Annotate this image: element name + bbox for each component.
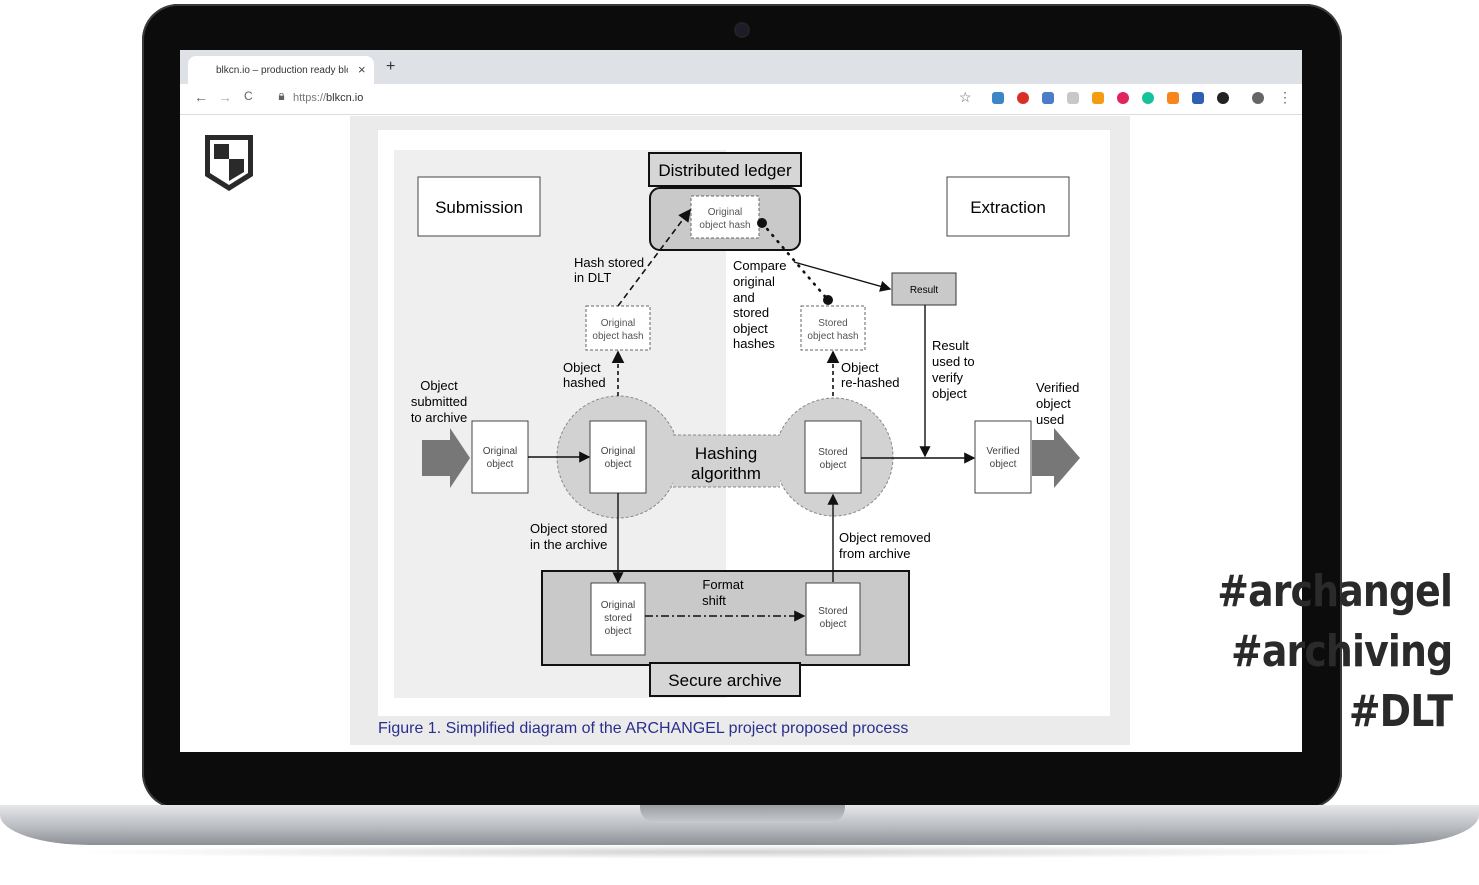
extraction-label: Extraction — [970, 198, 1046, 217]
grammarly-icon[interactable] — [1142, 92, 1154, 104]
metamask-icon[interactable] — [1167, 92, 1179, 104]
laptop-base-notch — [640, 805, 845, 823]
shield-logo-icon — [202, 132, 256, 194]
stored-hash-line1: Stored — [818, 318, 847, 329]
avatar-icon[interactable] — [1252, 92, 1264, 104]
close-tab-icon[interactable]: × — [358, 62, 366, 77]
stored-hash-line2: object hash — [807, 331, 858, 342]
menu-icon[interactable]: ⋮ — [1278, 89, 1292, 106]
figure-caption: Figure 1. Simplified diagram of the ARCH… — [378, 720, 908, 738]
ledger-hash-line1: Original — [708, 207, 742, 218]
rehash-object-line1: Stored — [818, 447, 847, 458]
verified-object-box — [975, 421, 1031, 493]
url-text[interactable]: https://blkcn.io — [293, 92, 363, 104]
laptop-shadow — [60, 845, 1420, 859]
chat-icon[interactable] — [1067, 92, 1079, 104]
forward-button[interactable]: → — [218, 89, 232, 105]
archived-stored-line2: object — [820, 619, 847, 630]
new-tab-button[interactable]: + — [386, 58, 395, 76]
extension-icon[interactable] — [992, 92, 1004, 104]
hashing-algorithm-line2: algorithm — [691, 464, 761, 483]
bookmark-star-icon[interactable]: ☆ — [959, 89, 972, 106]
address-bar[interactable] — [268, 88, 988, 110]
submission-label: Submission — [435, 198, 523, 217]
original-stored-line1: Original — [601, 600, 635, 611]
lock-icon — [278, 93, 285, 100]
archangel-diagram: Submission Extraction Distributed ledger… — [394, 150, 1096, 698]
original-hash-line2: object hash — [592, 331, 643, 342]
ledger-hash-line2: object hash — [699, 220, 750, 231]
original-object-line1: Original — [483, 446, 517, 457]
ledger-title: Distributed ledger — [658, 161, 792, 180]
hash-input-object-line1: Original — [601, 446, 635, 457]
result-label: Result — [910, 285, 939, 296]
url-scheme: https:// — [293, 92, 326, 104]
webcam-icon — [736, 24, 748, 36]
reload-button[interactable]: C — [244, 89, 253, 103]
archived-stored-line1: Stored — [818, 606, 847, 617]
tab-title: blkcn.io – production ready blo — [216, 65, 348, 76]
back-button[interactable]: ← — [194, 89, 208, 105]
secure-archive-title: Secure archive — [668, 671, 781, 690]
rehash-object-line2: object — [820, 460, 847, 471]
original-object-box — [472, 421, 528, 493]
pinterest-icon[interactable] — [1117, 92, 1129, 104]
browser-window: blkcn.io – production ready blo × + ← → … — [180, 50, 1302, 752]
verified-object-line1: Verified — [986, 446, 1019, 457]
original-object-line2: object — [487, 459, 514, 470]
url-host: blkcn.io — [326, 92, 363, 104]
hash-input-object-box — [590, 421, 646, 493]
abp-icon[interactable] — [1017, 92, 1029, 104]
puzzle-icon[interactable] — [1042, 92, 1054, 104]
search-icon[interactable] — [1217, 92, 1229, 104]
hashtag-dlt: #DLT — [1349, 686, 1452, 737]
browser-tab[interactable]: blkcn.io – production ready blo × — [188, 56, 374, 84]
original-stored-line2: stored — [604, 613, 632, 624]
hashtag-archiving: #archiving — [1231, 626, 1452, 677]
grid-icon[interactable] — [1192, 92, 1204, 104]
hashing-algorithm-line1: Hashing — [695, 444, 757, 463]
verified-object-line2: object — [990, 459, 1017, 470]
original-hash-line1: Original — [601, 318, 635, 329]
rss-icon[interactable] — [1092, 92, 1104, 104]
original-stored-line3: object — [605, 626, 632, 637]
hashtag-archangel: #archangel — [1217, 566, 1452, 617]
hash-input-object-line2: object — [605, 459, 632, 470]
